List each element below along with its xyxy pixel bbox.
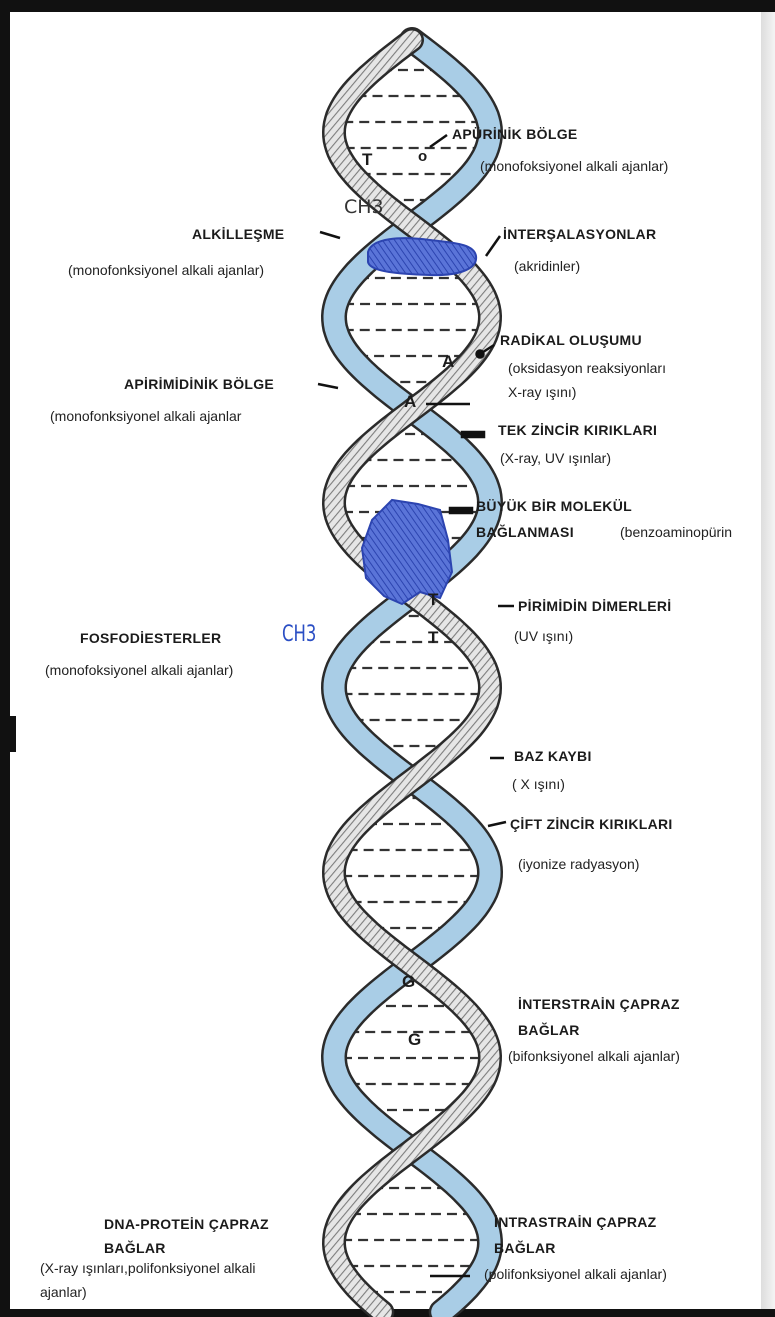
base-letter-g2: G [408, 1030, 421, 1050]
interkalasyon-subtitle: (akridinler) [514, 258, 580, 274]
alkilleme-title: ALKİLLEŞME [192, 226, 284, 242]
apirimidinik-title: APİRİMİDİNİK BÖLGE [124, 376, 274, 392]
dna-protein-title: DNA-PROTEİN ÇAPRAZ [104, 1216, 269, 1232]
buyuk-molekul-subtitle: (benzoaminopürin [620, 524, 732, 540]
pirimidin-dimer-subtitle: (UV ışını) [514, 628, 573, 644]
interkalasyon-title: İNTERŞALASYONLAR [503, 226, 656, 242]
intrastrain-title: İNTRASTRAİN ÇAPRAZ [494, 1214, 657, 1230]
baz-kaybi-title: BAZ KAYBI [514, 748, 592, 764]
radikal-title: RADİKAL OLUŞUMU [500, 332, 642, 348]
cift-zincir-subtitle: (iyonize radyasyon) [518, 856, 639, 872]
cift-zincir-title: ÇİFT ZİNCİR KIRIKLARI [510, 816, 673, 832]
buyuk-molekul-title-2: BAĞLANMASI [476, 524, 574, 540]
fosfodiester-subtitle: (monofoksiyonel alkali ajanlar) [45, 662, 233, 678]
apirimidinik-subtitle: (monofonksiyonel alkali ajanlar [50, 408, 241, 424]
dna-protein-subtitle-1: (X-ray ışınları,polifonksiyonel alkali [40, 1260, 256, 1276]
tek-zincir-subtitle: (X-ray, UV ışınlar) [500, 450, 611, 466]
tek-zincir-title: TEK ZİNCİR KIRIKLARI [498, 422, 657, 438]
base-letter-t1: T [428, 590, 438, 610]
ch3-methyl-label: CH3 [282, 622, 316, 647]
bulky-adduct-blob [362, 500, 452, 604]
base-letter-a2: A [404, 392, 416, 412]
buyuk-molekul-title: BÜYÜK BİR MOLEKÜL [476, 498, 632, 514]
radikal-subtitle-1: (oksidasyon reaksiyonları [508, 360, 666, 376]
intercalator-blob [368, 238, 476, 275]
interstrain-subtitle: (bifonksiyonel alkali ajanlar) [508, 1048, 680, 1064]
base-letter-t-top: T [362, 150, 372, 170]
interstrain-title: İNTERSTRAİN ÇAPRAZ [518, 996, 680, 1012]
interstrain-title-2: BAĞLAR [518, 1022, 580, 1038]
apurinik-title: APÜRİNİK BÖLGE [452, 126, 578, 142]
intrastrain-subtitle: (polifonksiyonel alkali ajanlar) [484, 1266, 667, 1282]
radikal-subtitle-2: X-ray ışını) [508, 384, 576, 400]
fosfodiester-title: FOSFODİESTERLER [80, 630, 221, 646]
base-letter-a1: A [442, 352, 454, 372]
base-letter-t2: T [428, 628, 438, 648]
pirimidin-dimer-title: PİRİMİDİN DİMERLERİ [518, 598, 671, 614]
dna-protein-subtitle-2: ajanlar) [40, 1284, 87, 1300]
intrastrain-title-2: BAĞLAR [494, 1240, 556, 1256]
base-letter-o-top: o [418, 148, 427, 165]
ch3-small-label: CH3 [344, 196, 384, 218]
apurinik-subtitle: (monofoksiyonel alkali ajanlar) [480, 158, 668, 174]
dna-protein-title-2: BAĞLAR [104, 1240, 166, 1256]
base-letter-g1: G [402, 972, 415, 992]
alkilleme-subtitle: (monofonksiyonel alkali ajanlar) [68, 262, 264, 278]
baz-kaybi-subtitle: ( X ışını) [512, 776, 565, 792]
